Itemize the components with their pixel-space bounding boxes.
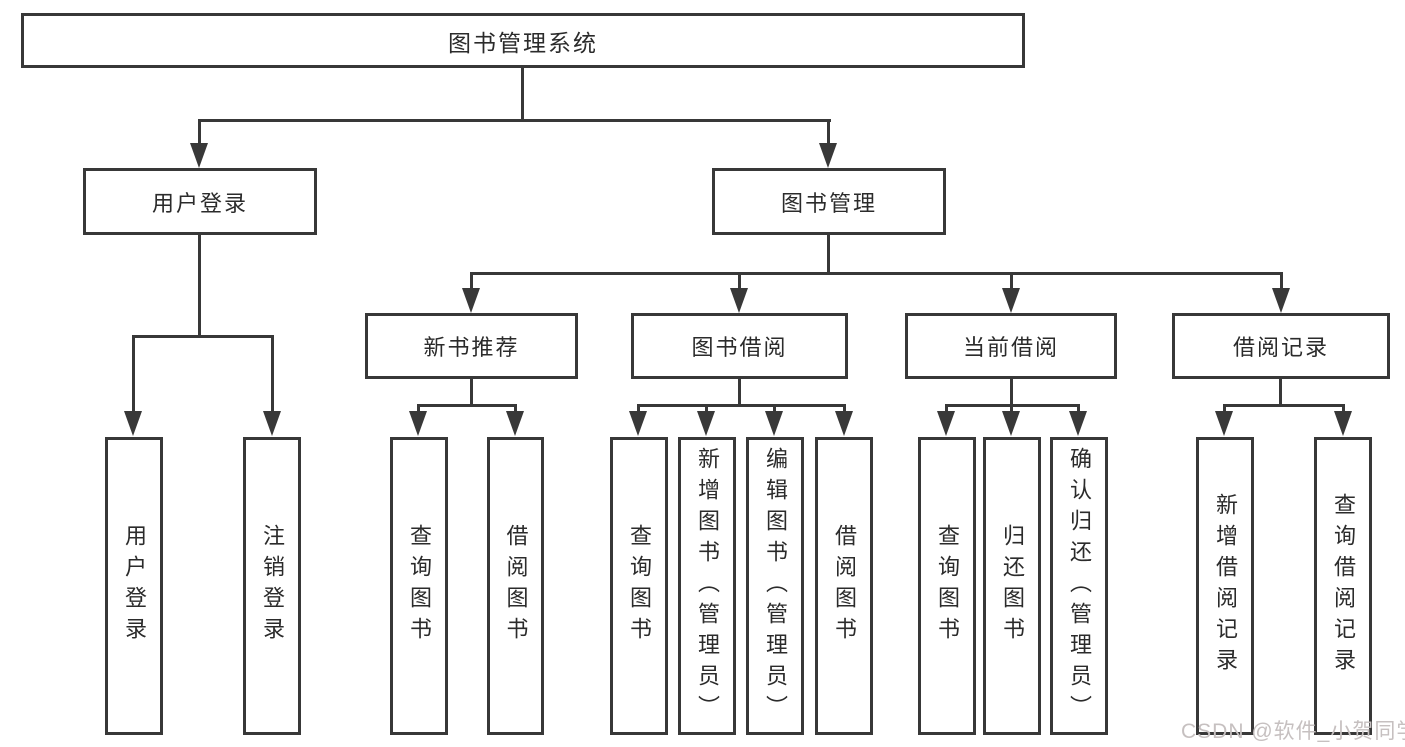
node-root-system: 图书管理系统: [21, 13, 1025, 68]
leaf-label: 新增图书（管理员）: [695, 446, 720, 726]
connector-line: [827, 119, 830, 149]
leaf-user-login: 用户登录: [105, 437, 163, 735]
arrowhead-icon: [124, 411, 142, 436]
connector-line: [1279, 379, 1282, 406]
node-new-book-recommend: 新书推荐: [365, 313, 578, 379]
leaf-label: 查询借阅记录: [1331, 493, 1356, 679]
connector-line: [417, 404, 517, 407]
leaf-records-query-record: 查询借阅记录: [1314, 437, 1372, 735]
connector-line: [521, 68, 524, 121]
leaf-borrow-edit-book-admin: 编辑图书（管理员）: [746, 437, 804, 735]
leaf-label: 借阅图书: [503, 524, 529, 648]
arrowhead-icon: [937, 411, 955, 436]
arrowhead-icon: [730, 288, 748, 313]
arrowhead-icon: [1272, 288, 1290, 313]
leaf-label: 确认归还（管理员）: [1067, 446, 1092, 726]
connector-line: [637, 404, 846, 407]
arrowhead-icon: [263, 411, 281, 436]
leaf-label: 借阅图书: [832, 524, 857, 648]
leaf-label: 注销登录: [260, 524, 285, 648]
leaf-borrow-add-book-admin: 新增图书（管理员）: [678, 437, 736, 735]
arrowhead-icon: [835, 411, 853, 436]
connector-line: [470, 272, 473, 294]
connector-line: [132, 335, 274, 338]
leaf-label: 查询图书: [627, 524, 652, 648]
connector-line: [1010, 379, 1013, 406]
node-book-borrow: 图书借阅: [631, 313, 848, 379]
connector-line: [1223, 404, 1344, 407]
node-borrow-records: 借阅记录: [1172, 313, 1390, 379]
leaf-current-query-book: 查询图书: [918, 437, 976, 735]
connector-line: [1280, 272, 1283, 294]
connector-line: [470, 379, 473, 406]
arrowhead-icon: [190, 143, 208, 168]
leaf-label: 归还图书: [1000, 524, 1025, 648]
connector-line: [827, 235, 830, 274]
leaf-newbooks-borrow-book: 借阅图书: [487, 437, 544, 735]
arrowhead-icon: [629, 411, 647, 436]
leaf-current-confirm-return-admin: 确认归还（管理员）: [1050, 437, 1108, 735]
connector-line: [198, 235, 201, 337]
connector-line: [738, 379, 741, 406]
leaf-records-add-record: 新增借阅记录: [1196, 437, 1254, 735]
connector-line: [470, 272, 1283, 275]
csdn-watermark: CSDN @软件_小贺同学: [1181, 720, 1405, 743]
node-user-login: 用户登录: [83, 168, 317, 235]
leaf-label: 新增借阅记录: [1213, 493, 1238, 679]
arrowhead-icon: [819, 143, 837, 168]
connector-line: [738, 272, 741, 294]
connector-line: [198, 119, 831, 122]
leaf-current-return-book: 归还图书: [983, 437, 1041, 735]
arrowhead-icon: [1002, 288, 1020, 313]
leaf-borrow-query-book: 查询图书: [610, 437, 668, 735]
leaf-label: 查询图书: [407, 524, 432, 648]
arrowhead-icon: [765, 411, 783, 436]
arrowhead-icon: [1334, 411, 1352, 436]
leaf-logout: 注销登录: [243, 437, 301, 735]
leaf-label: 编辑图书（管理员）: [763, 446, 788, 726]
arrowhead-icon: [506, 411, 524, 436]
arrowhead-icon: [1215, 411, 1233, 436]
arrowhead-icon: [462, 288, 480, 313]
leaf-newbooks-query-book: 查询图书: [390, 437, 448, 735]
arrowhead-icon: [1069, 411, 1087, 436]
connector-line: [132, 335, 135, 418]
node-current-borrow: 当前借阅: [905, 313, 1117, 379]
arrowhead-icon: [1002, 411, 1020, 436]
connector-line: [198, 119, 201, 149]
leaf-label: 查询图书: [935, 524, 960, 648]
node-book-management: 图书管理: [712, 168, 946, 235]
leaf-label: 用户登录: [122, 524, 147, 648]
arrowhead-icon: [697, 411, 715, 436]
arrowhead-icon: [409, 411, 427, 436]
connector-line: [1010, 272, 1013, 294]
leaf-borrow-borrow-book: 借阅图书: [815, 437, 873, 735]
connector-line: [271, 335, 274, 418]
